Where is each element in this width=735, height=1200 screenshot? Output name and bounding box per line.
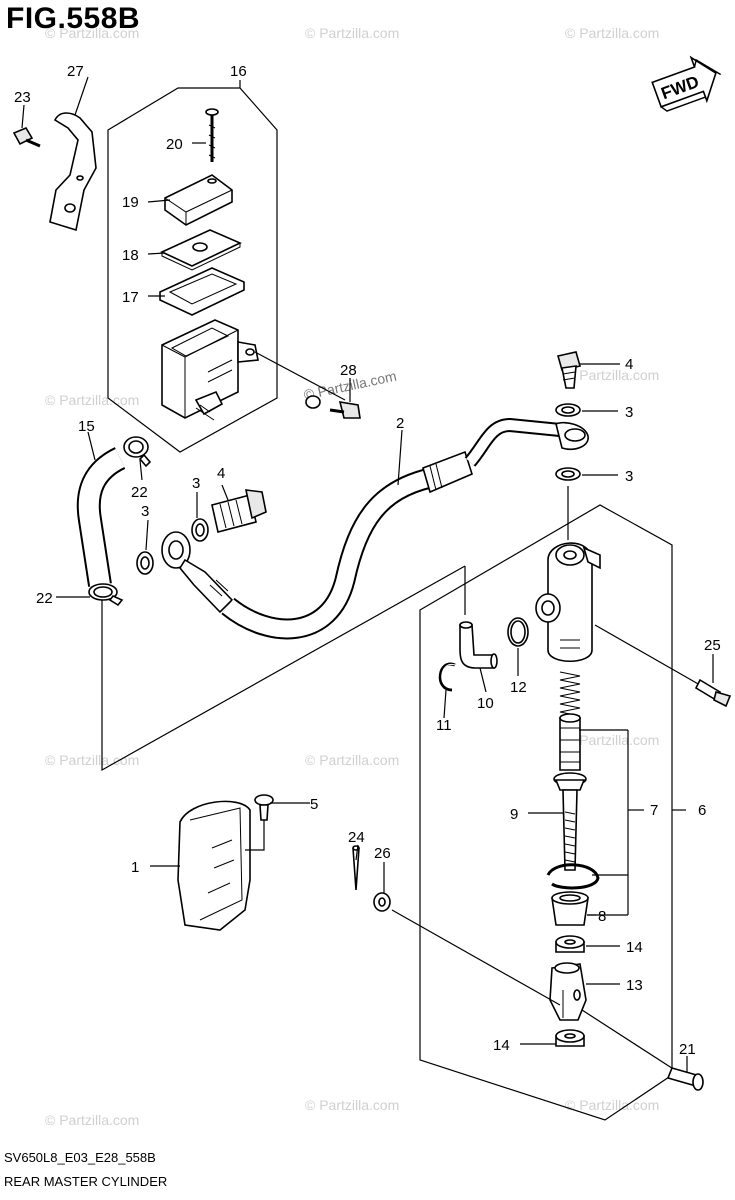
watermark: © Partzilla.com [45,25,139,41]
watermark: © Partzilla.com [305,25,399,41]
cotter-pin-24 [352,845,360,891]
piston-circlip [546,863,600,890]
watermark: © Partzilla.com [565,1097,659,1113]
hose-connection-line [101,565,466,772]
callout-19: 19 [122,194,139,211]
washer-28 [305,395,321,409]
callout-24: 24 [348,829,365,846]
piston-set-7 [559,713,581,771]
push-rod-9 [553,772,587,871]
hose-clamp-22-top [123,436,152,468]
callout-21: 21 [679,1041,696,1058]
callout-22-upper: 22 [131,484,148,501]
figure-title: FIG.558B [6,2,141,35]
bracket-27 [49,112,97,232]
leader-lines [21,76,714,1072]
callout-5: 5 [310,796,318,813]
fwd-arrow-icon: FWD [651,55,722,112]
screw-20 [205,108,219,162]
callout-13: 13 [626,977,643,994]
callout-28: 28 [340,362,357,379]
callout-4-right: 4 [625,356,633,373]
brake-hose-2 [221,417,589,640]
callout-2: 2 [396,415,404,432]
callout-25: 25 [704,637,721,654]
callout-3-left: 3 [141,503,149,520]
reservoir-hose-15 [76,447,126,587]
union-bolt-4-left [211,489,267,533]
diaphragm-plate-18 [160,229,242,271]
callout-22-lower: 22 [36,590,53,607]
cover-1 [177,800,251,931]
callout-4-left: 4 [217,465,225,482]
watermark: © Partzilla.com [45,392,139,408]
callout-10: 10 [477,695,494,712]
callout-3-mid: 3 [192,475,200,492]
clevis-13 [549,962,587,1021]
callout-17: 17 [122,289,139,306]
callout-16: 16 [230,63,247,80]
hose-fitting-10 [459,621,498,669]
piston-spring [559,671,581,717]
callout-7: 7 [650,802,658,819]
model-code: SV650L8_E03_E28_558B [4,1150,156,1165]
watermark: © Partzilla.com [565,732,659,748]
reservoir-body [161,319,259,421]
diaphragm-17 [159,267,245,316]
callout-12: 12 [510,679,527,696]
diagram-name: REAR MASTER CYLINDER [4,1174,168,1189]
callout-20: 20 [166,136,183,153]
bolt-23 [12,126,41,148]
clevis-pin-21 [581,1009,704,1091]
master-cylinder-body [535,542,601,662]
bleeder-bolt-25 [694,678,732,708]
callout-26: 26 [374,845,391,862]
callout-18: 18 [122,247,139,264]
bolt-28 [329,401,361,419]
watermark: © Partzilla.com [305,1097,399,1113]
callout-1: 1 [131,859,139,876]
union-bolt-4-right [556,351,582,389]
callout-14-upper: 14 [626,939,643,956]
watermark: © Partzilla.com [565,25,659,41]
callout-6: 6 [698,802,706,819]
reservoir-cap-19 [164,174,233,226]
hose-clamp-22-bottom [88,583,124,607]
watermark: © Partzilla.com [45,1112,139,1128]
callout-15: 15 [78,418,95,435]
callout-11: 11 [436,717,452,734]
callout-3-upper: 3 [625,404,633,421]
nut-14-lower [555,1029,585,1047]
callout-23: 23 [14,89,31,106]
screw-5 [254,794,274,821]
screw-5-leader [245,820,265,851]
assembly-box-16 [107,87,278,453]
callout-27: 27 [67,63,84,80]
callout-8: 8 [598,908,606,925]
banjo-fitting-left [161,531,234,614]
callout-14-lower: 14 [493,1037,510,1054]
callout-3-lower: 3 [625,468,633,485]
watermark: © Partzilla.com [305,752,399,768]
watermark: © Partzilla.com [565,367,659,383]
circlip-11 [438,662,456,692]
boot-8 [551,891,589,926]
callout-9: 9 [510,806,518,823]
watermark: © Partzilla.com [45,752,139,768]
callout-labels: 27 23 16 20 19 18 17 28 15 22 22 3 3 4 2… [14,63,721,1058]
nut-14-upper [555,935,585,953]
